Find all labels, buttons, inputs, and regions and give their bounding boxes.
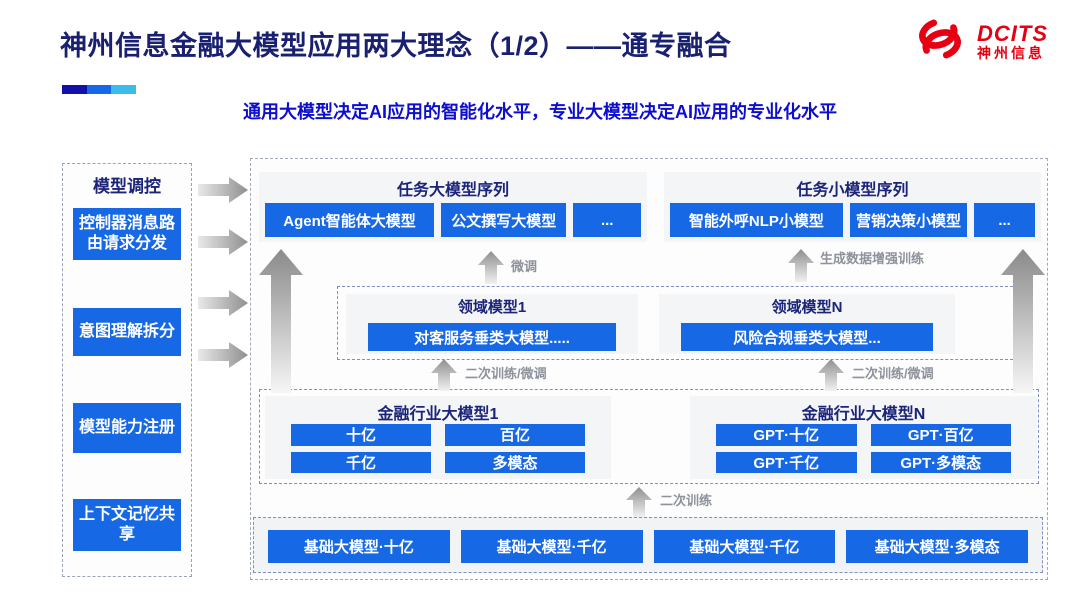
node-hundred-billion: 千亿 — [291, 451, 431, 473]
task-small-button-row: 智能外呼NLP小模型 营销决策小模型 ... — [670, 203, 1035, 237]
up-arrow-icon — [818, 359, 844, 391]
sidebar-item-intent-split: 意图理解拆分 — [73, 308, 181, 356]
node-base-hundred-billion-2: 基础大模型·千亿 — [653, 530, 836, 563]
node-gpt-billion: GPT·十亿 — [716, 424, 857, 446]
node-base-hundred-billion-1: 基础大模型·千亿 — [460, 530, 643, 563]
node-agent-large-model: Agent智能体大模型 — [265, 203, 434, 237]
node-gpt-hundred-billion: GPT·千亿 — [716, 451, 857, 473]
sidebar-item-router-dispatch: 控制器消息路由请求分发 — [73, 208, 181, 260]
up-arrow-icon — [259, 249, 303, 393]
right-arrow-icon — [198, 290, 248, 316]
company-logo: DCITS 神州信息 — [911, 16, 1048, 67]
base-model-row: 基础大模型·十亿 基础大模型·千亿 基础大模型·千亿 基础大模型·多模态 — [268, 530, 1028, 563]
up-arrow-icon — [788, 249, 814, 282]
industry-model-1-title: 金融行业大模型1 — [377, 406, 499, 423]
task-small-model-section: 任务小模型序列 智能外呼NLP小模型 营销决策小模型 ... — [664, 172, 1041, 242]
dcits-swirl-icon — [911, 16, 969, 67]
node-marketing-decision-model: 营销决策小模型 — [849, 203, 968, 237]
node-outbound-nlp-model: 智能外呼NLP小模型 — [670, 203, 843, 237]
up-arrow-icon — [431, 359, 457, 391]
right-arrow-icon — [198, 229, 248, 255]
industry-model-n: 金融行业大模型N GPT·十亿 GPT·百亿 GPT·千亿 GPT·多模态 — [690, 396, 1037, 479]
node-gpt-ten-billion: GPT·百亿 — [870, 424, 1011, 446]
industry-model-n-title: 金融行业大模型N — [801, 406, 926, 423]
up-arrow-icon — [1001, 249, 1045, 393]
accent-bar-navy — [62, 85, 87, 94]
logo-brand-cn: 神州信息 — [977, 44, 1045, 61]
right-arrow-icon — [198, 177, 248, 203]
slide-subtitle: 通用大模型决定AI应用的智能化水平，专业大模型决定AI应用的专业化水平 — [243, 102, 837, 122]
domain-model-section: 领域模型1 对客服务垂类大模型..... 领域模型N 风险合规垂类大模型... — [337, 286, 1033, 360]
accent-bar-cyan — [111, 85, 137, 94]
sidebar-item-context-memory: 上下文记忆共享 — [73, 499, 181, 551]
node-base-multimodal: 基础大模型·多模态 — [846, 530, 1028, 563]
label-fine-tune: 微调 — [511, 259, 538, 274]
page-title: 神州信息金融大模型应用两大理念（1/2）——通专融合 — [60, 31, 732, 61]
domain-model-1: 领域模型1 对客服务垂类大模型..... — [346, 294, 638, 354]
node-risk-compliance-model: 风险合规垂类大模型... — [681, 323, 933, 351]
task-small-title: 任务小模型序列 — [796, 182, 909, 199]
task-large-model-section: 任务大模型序列 Agent智能体大模型 公文撰写大模型 ... — [259, 172, 647, 242]
node-base-billion: 基础大模型·十亿 — [268, 530, 450, 563]
model-control-sidebar: 模型调控 控制器消息路由请求分发 意图理解拆分 模型能力注册 上下文记忆共享 — [62, 163, 192, 577]
node-gpt-multimodal: GPT·多模态 — [870, 451, 1011, 473]
industry-model-section: 金融行业大模型1 十亿 百亿 千亿 多模态 金融行业大模型N GPT·十亿 GP… — [259, 389, 1039, 484]
domain-model-n-title: 领域模型N — [771, 299, 843, 316]
task-large-button-row: Agent智能体大模型 公文撰写大模型 ... — [265, 203, 641, 237]
node-doc-writing-model: 公文撰写大模型 — [441, 203, 567, 237]
industry-model-n-grid: GPT·十亿 GPT·百亿 GPT·千亿 GPT·多模态 — [716, 424, 1011, 473]
node-billion: 十亿 — [291, 424, 431, 446]
node-ten-billion: 百亿 — [445, 424, 585, 446]
sidebar-item-capability-register: 模型能力注册 — [73, 403, 181, 453]
model-architecture-panel: 任务大模型序列 Agent智能体大模型 公文撰写大模型 ... 任务小模型序列 … — [250, 158, 1048, 580]
up-arrow-icon — [478, 251, 504, 284]
right-arrow-icon — [198, 342, 248, 368]
accent-bar-blue — [86, 85, 112, 94]
node-task-large-more: ... — [573, 203, 641, 237]
task-large-title: 任务大模型序列 — [396, 182, 509, 199]
label-retrain-finetune-left: 二次训练/微调 — [465, 366, 547, 381]
domain-model-n: 领域模型N 风险合规垂类大模型... — [659, 294, 955, 354]
industry-model-1: 金融行业大模型1 十亿 百亿 千亿 多模态 — [265, 396, 611, 479]
logo-brand-text: DCITS — [977, 20, 1048, 46]
label-gen-data-augment: 生成数据增强训练 — [819, 251, 924, 266]
title-accent-bar — [62, 85, 137, 94]
base-model-section: 基础大模型·十亿 基础大模型·千亿 基础大模型·千亿 基础大模型·多模态 — [253, 517, 1043, 573]
domain-model-1-title: 领域模型1 — [457, 299, 527, 316]
industry-model-1-grid: 十亿 百亿 千亿 多模态 — [291, 424, 585, 473]
label-retrain-bottom: 二次训练 — [660, 493, 713, 508]
label-retrain-finetune-right: 二次训练/微调 — [852, 366, 934, 381]
node-task-small-more: ... — [974, 203, 1035, 237]
node-customer-service-model: 对客服务垂类大模型..... — [368, 323, 616, 351]
sidebar-title: 模型调控 — [93, 177, 161, 196]
up-arrow-icon — [626, 487, 652, 517]
node-multimodal: 多模态 — [445, 451, 585, 473]
